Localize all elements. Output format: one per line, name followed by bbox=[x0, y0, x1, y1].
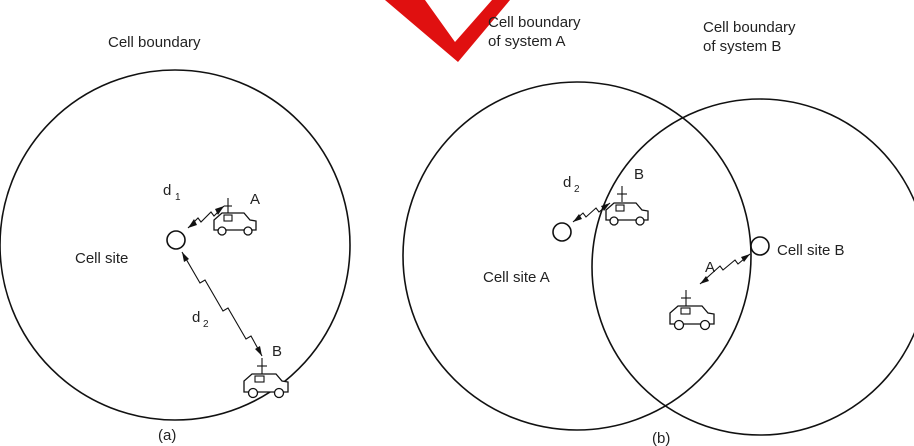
vehicle-a-icon-b bbox=[669, 290, 715, 331]
vehicle-b-icon-b bbox=[605, 186, 649, 226]
watermark-mark bbox=[385, 0, 510, 62]
vehicle-b-label-b: B bbox=[634, 166, 644, 183]
vehicle-a-icon bbox=[213, 198, 257, 236]
signal-link-a bbox=[187, 205, 225, 229]
caption-b: (b) bbox=[652, 430, 670, 446]
vehicle-b-icon bbox=[243, 358, 289, 399]
signal-link-b bbox=[181, 251, 263, 357]
cell-site-label: Cell site bbox=[75, 250, 128, 267]
panel-a: Cell boundary Cell site d 1 A d 2 bbox=[0, 34, 351, 444]
cell-site-b-label: Cell site B bbox=[777, 242, 845, 259]
cell-boundary-circle-system-b bbox=[591, 98, 914, 436]
caption-a: (a) bbox=[158, 427, 176, 444]
boundary-a-label-line2: of system A bbox=[488, 33, 566, 50]
distance-d1-subscript: 1 bbox=[175, 192, 181, 203]
cell-boundary-circle-system-a bbox=[402, 81, 752, 431]
cell-site-marker bbox=[166, 230, 186, 250]
distance-d2-subscript-b: 2 bbox=[574, 184, 580, 195]
cell-boundary-label: Cell boundary bbox=[108, 34, 201, 51]
boundary-a-label-line1: Cell boundary bbox=[488, 14, 581, 31]
panel-b: Cell boundary of system A Cell boundary … bbox=[402, 14, 914, 446]
boundary-b-label-line2: of system B bbox=[703, 38, 781, 55]
distance-d2-label: d bbox=[192, 309, 200, 326]
cell-site-b-marker bbox=[750, 236, 770, 256]
signal-link-site-a bbox=[572, 202, 611, 223]
boundary-b-label-line1: Cell boundary bbox=[703, 19, 796, 36]
cell-site-a-marker bbox=[552, 222, 572, 242]
distance-d2-label-b: d bbox=[563, 174, 571, 191]
vehicle-a-label: A bbox=[250, 191, 260, 208]
distance-d1-label: d bbox=[163, 182, 171, 199]
cell-boundary-circle-a bbox=[0, 69, 351, 421]
cell-site-a-label: Cell site A bbox=[483, 269, 550, 286]
distance-d2-subscript: 2 bbox=[203, 319, 209, 330]
vehicle-b-label: B bbox=[272, 343, 282, 360]
vehicle-a-label-b: A bbox=[705, 259, 715, 276]
signal-link-site-b bbox=[699, 253, 751, 285]
